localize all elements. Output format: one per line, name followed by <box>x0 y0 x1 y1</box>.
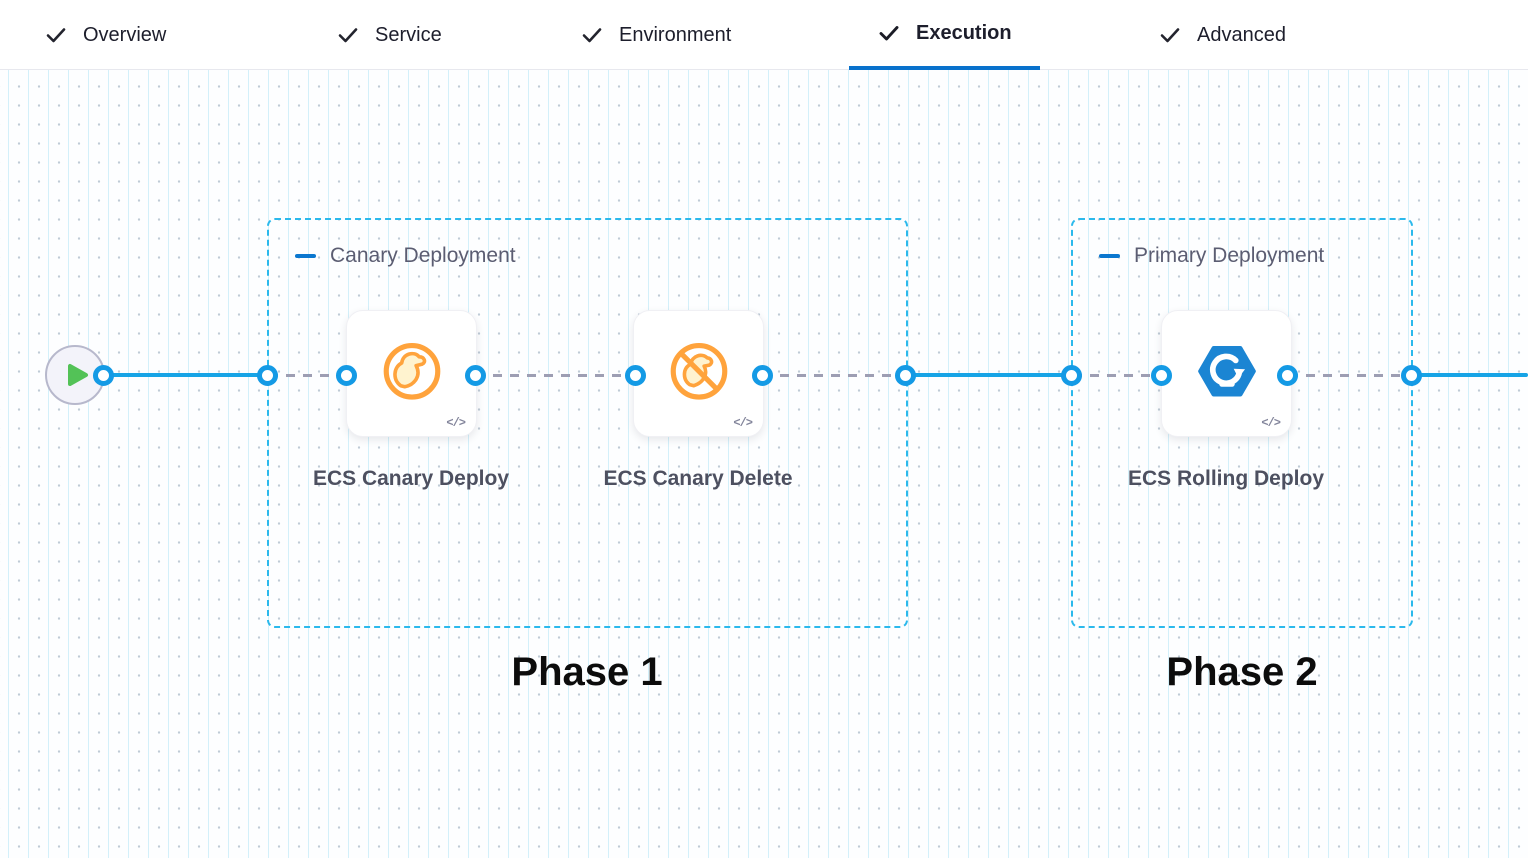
check-icon <box>879 26 899 41</box>
port-rolling-deploy-out[interactable] <box>1277 365 1298 386</box>
canary-deploy-icon <box>383 342 440 400</box>
port-primary-group-in[interactable] <box>1061 365 1082 386</box>
edge-canary-to-primary-stage <box>903 373 1073 377</box>
play-icon <box>68 364 88 386</box>
port-rolling-deploy-in[interactable] <box>1151 365 1172 386</box>
port-canary-group-out[interactable] <box>895 365 916 386</box>
group-title: Canary Deployment <box>330 244 516 267</box>
check-icon <box>582 28 602 43</box>
phase-2-label: Phase 2 <box>1166 650 1318 694</box>
tab-label: Advanced <box>1197 23 1286 46</box>
collapse-icon[interactable] <box>1099 254 1120 258</box>
port-canary-delete-in[interactable] <box>625 365 646 386</box>
group-title: Primary Deployment <box>1134 244 1325 267</box>
port-canary-deploy-out[interactable] <box>465 365 486 386</box>
code-icon: </> <box>1261 416 1281 430</box>
edge-rolling-deploy-to-group-out <box>1289 374 1411 377</box>
group-header: Primary Deployment <box>1099 244 1324 268</box>
tab-label: Execution <box>916 21 1012 44</box>
ecs-rolling-icon <box>1197 345 1256 397</box>
step-label-ecs-canary-deploy: ECS Canary Deploy <box>312 467 510 490</box>
port-canary-delete-out[interactable] <box>752 365 773 386</box>
phase-1-label: Phase 1 <box>511 650 663 694</box>
stage-group-canary-deployment: Canary Deployment <box>267 218 908 628</box>
canary-delete-icon <box>670 342 727 400</box>
stage-config-tab-bar: Overview Service Environment Execution A… <box>0 0 1528 70</box>
edge-group-in-to-canary-deploy <box>269 374 347 377</box>
tab-service[interactable]: Service <box>308 0 470 70</box>
edge-canary-delete-to-group-out <box>763 374 905 377</box>
tab-overview[interactable]: Overview <box>16 0 194 70</box>
pipeline-canvas: Canary Deployment Primary Deployment </>… <box>0 70 1528 858</box>
port-primary-group-out[interactable] <box>1401 365 1422 386</box>
step-label-ecs-rolling-deploy: ECS Rolling Deploy <box>1127 467 1324 490</box>
edge-primary-stage-out <box>1409 373 1528 377</box>
tab-label: Environment <box>619 23 732 46</box>
code-icon: </> <box>733 416 753 430</box>
check-icon <box>1160 28 1180 43</box>
code-icon: </> <box>446 416 466 430</box>
port-start-out[interactable] <box>93 365 114 386</box>
step-card-ecs-rolling-deploy[interactable]: </> <box>1161 310 1292 437</box>
collapse-icon[interactable] <box>295 254 316 258</box>
edge-group-in-to-rolling-deploy <box>1073 374 1161 377</box>
stage-group-primary-deployment: Primary Deployment <box>1071 218 1413 628</box>
tab-execution[interactable]: Execution <box>849 0 1040 70</box>
step-card-ecs-canary-deploy[interactable]: </> <box>346 310 477 437</box>
tab-advanced[interactable]: Advanced <box>1130 0 1314 70</box>
edge-start-to-canary-stage <box>103 373 269 377</box>
tab-environment[interactable]: Environment <box>552 0 759 70</box>
step-label-ecs-canary-delete: ECS Canary Delete <box>603 467 793 490</box>
tab-label: Service <box>375 23 442 46</box>
step-card-ecs-canary-delete[interactable]: </> <box>633 310 764 437</box>
tab-label: Overview <box>83 23 167 46</box>
check-icon <box>338 28 358 43</box>
check-icon <box>46 28 66 43</box>
port-canary-deploy-in[interactable] <box>336 365 357 386</box>
port-canary-group-in[interactable] <box>257 365 278 386</box>
edge-canary-deploy-to-canary-delete <box>476 374 635 377</box>
group-header: Canary Deployment <box>295 244 516 268</box>
